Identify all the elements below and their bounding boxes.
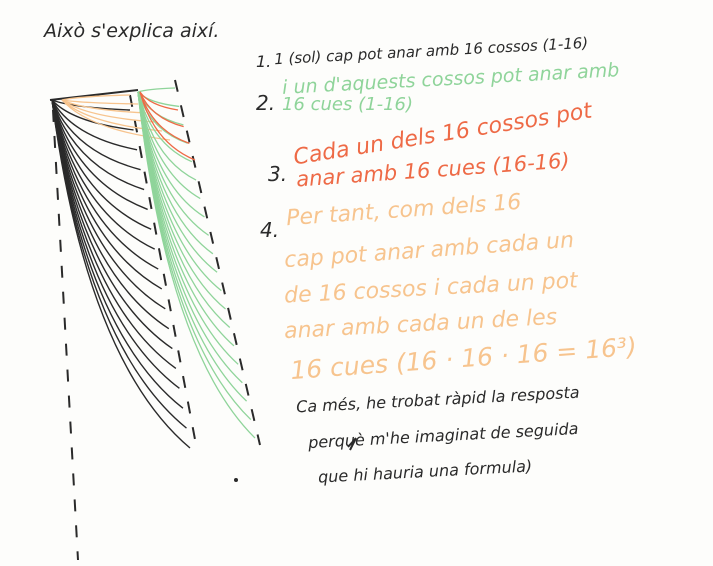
black-stroke [51, 99, 170, 330]
step-4-number: 4. [260, 218, 280, 242]
green-stroke [137, 91, 256, 439]
black-stroke [51, 99, 156, 250]
dashed-boundary-middle [129, 94, 198, 451]
black-stroke [51, 99, 134, 131]
dashed-boundary-right [174, 79, 261, 446]
dashed-boundary-left [52, 109, 79, 561]
black-stroke [51, 99, 187, 429]
step-1-number: 1. [256, 52, 272, 71]
orange-stroke [61, 94, 131, 101]
orange-stroke [61, 99, 139, 105]
black-stroke-fan [51, 99, 191, 449]
step-2-line-2: 16 cues (1-16) [282, 94, 414, 115]
black-stroke [51, 99, 152, 230]
black-stroke [51, 99, 138, 151]
black-stroke [51, 99, 148, 211]
black-stroke [51, 99, 191, 449]
red-stroke [139, 91, 196, 161]
red-stroke [139, 91, 179, 111]
page-title: Això s'explica així. [44, 20, 220, 42]
step-2-number: 2. [256, 91, 276, 115]
green-stroke [137, 87, 176, 93]
green-stroke-fan [137, 87, 256, 439]
green-stroke [137, 91, 252, 421]
step-3-number: 3. [268, 162, 288, 186]
ink-dot [234, 478, 238, 482]
arrow-mark [347, 437, 357, 451]
head-to-body-line [49, 89, 139, 101]
orange-stroke [61, 99, 155, 123]
orange-stroke [61, 99, 147, 114]
black-stroke [51, 99, 145, 191]
black-stroke [51, 99, 141, 171]
